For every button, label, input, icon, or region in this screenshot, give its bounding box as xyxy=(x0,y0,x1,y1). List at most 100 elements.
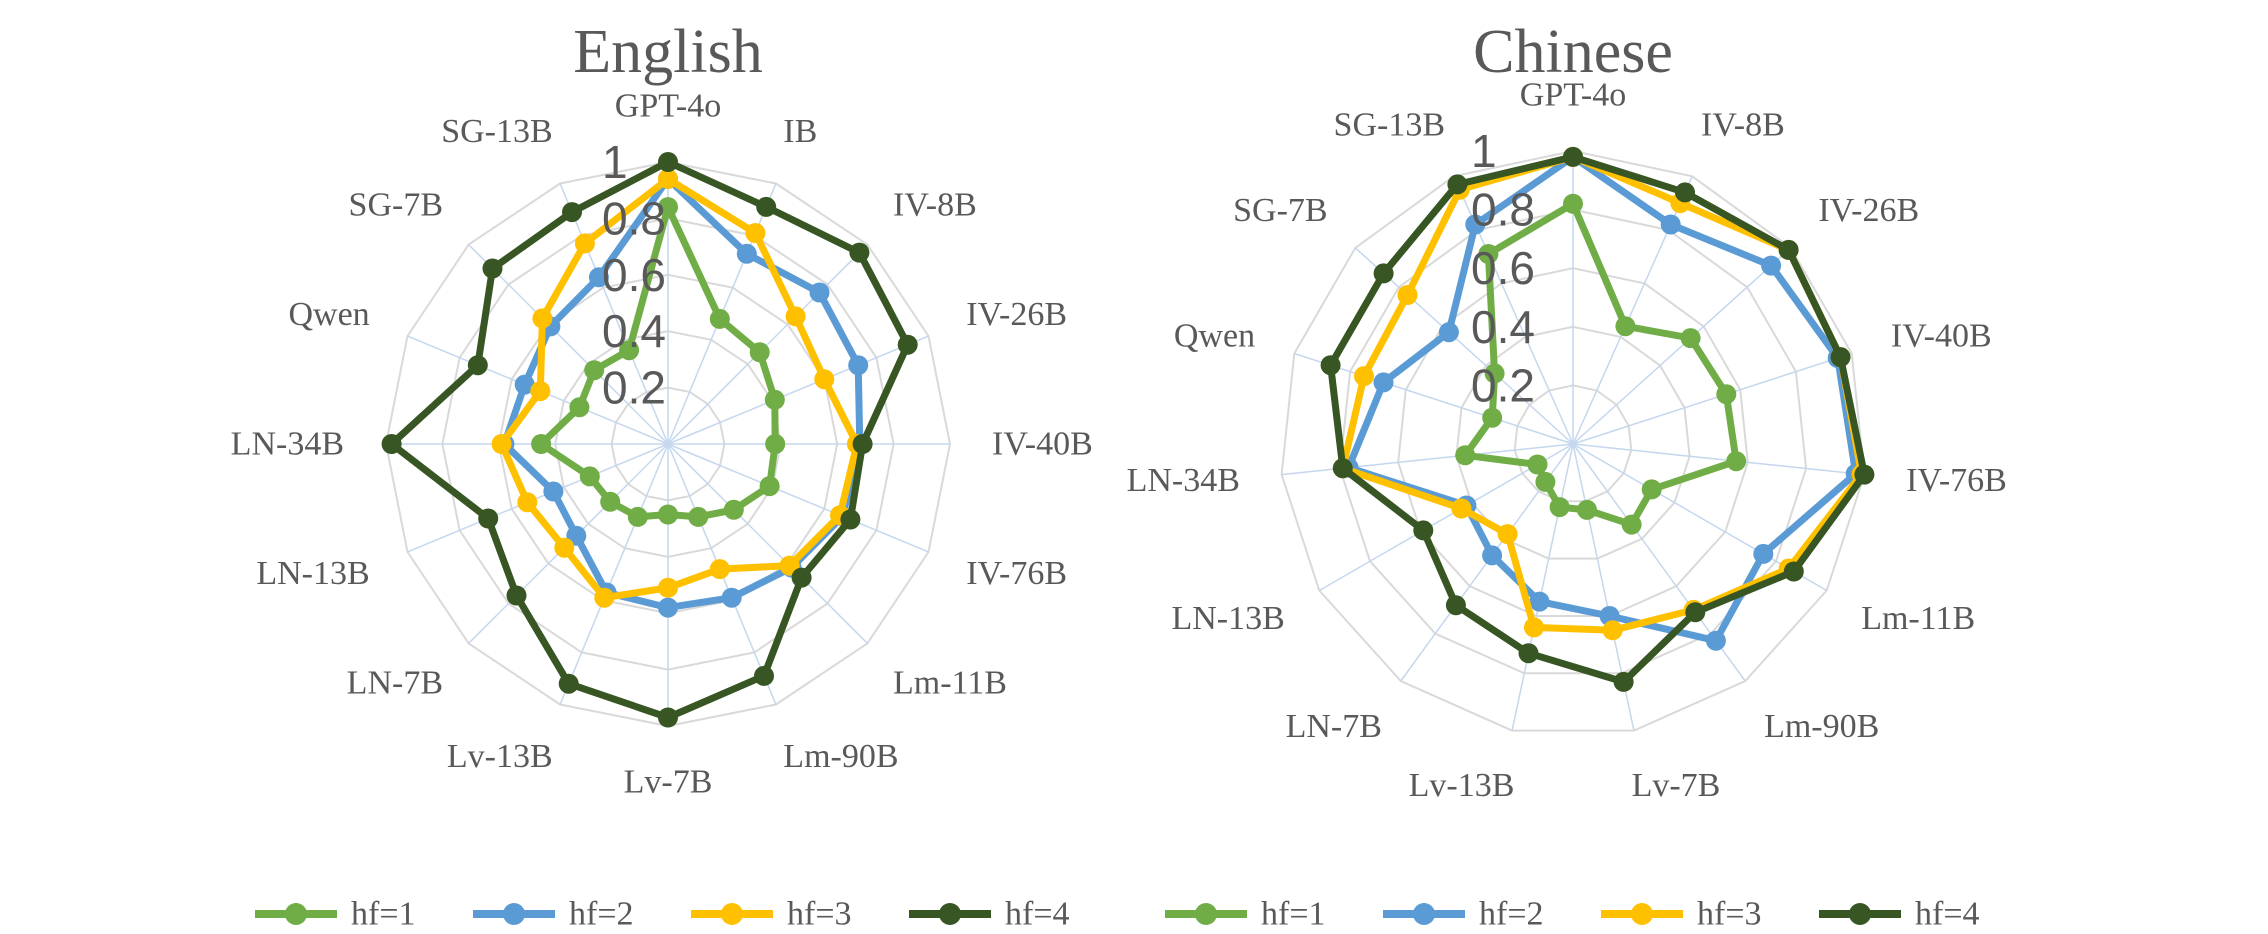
grid-spoke xyxy=(407,443,669,553)
data-point xyxy=(588,267,609,288)
data-point xyxy=(1518,643,1539,664)
data-point xyxy=(506,585,527,606)
data-point xyxy=(1716,384,1737,405)
legend-swatch-marker xyxy=(721,903,743,925)
axis-label: Lm-11B xyxy=(893,665,1007,702)
axis-label: SG-13B xyxy=(1334,107,1445,144)
english-radar-chart: EnglishGPT-4oIBIV-8BIV-26BIV-40BIV-76BLm… xyxy=(231,18,1093,801)
axis-label: IB xyxy=(783,113,817,150)
data-point xyxy=(1527,454,1548,475)
legend-item: hf=3 xyxy=(1601,896,1762,933)
grid-spoke xyxy=(1572,443,1865,476)
data-point xyxy=(1615,316,1636,337)
legend-item: hf=1 xyxy=(1165,896,1326,933)
axis-label: LN-34B xyxy=(1127,462,1240,499)
data-point xyxy=(1761,255,1782,276)
legend-label: hf=3 xyxy=(787,896,852,933)
data-point xyxy=(1373,372,1394,393)
axis-label: Lv-7B xyxy=(624,764,713,801)
data-point xyxy=(736,243,757,264)
data-point xyxy=(514,374,535,395)
grid-spoke xyxy=(1511,443,1574,731)
series-4 xyxy=(1320,146,1875,692)
series-1 xyxy=(531,197,786,527)
axis-label: LN-7B xyxy=(1286,708,1382,745)
data-point xyxy=(1726,451,1747,472)
data-point xyxy=(765,434,786,454)
legend-item: hf=4 xyxy=(1819,896,1980,933)
data-point xyxy=(1660,214,1681,235)
data-point xyxy=(1577,499,1597,520)
data-point xyxy=(658,597,678,618)
axis-label: SG-7B xyxy=(349,187,443,224)
legend-item: hf=2 xyxy=(473,896,634,933)
series-1 xyxy=(1455,193,1747,535)
data-point xyxy=(1332,458,1353,479)
data-point xyxy=(764,389,785,410)
data-point xyxy=(574,233,595,254)
tick-label: 0.6 xyxy=(1471,242,1535,294)
data-point xyxy=(745,223,766,243)
data-point xyxy=(627,506,648,527)
legend-swatch-marker xyxy=(503,903,525,925)
data-point xyxy=(709,308,730,329)
legend-item: hf=2 xyxy=(1383,896,1544,933)
legend-item: hf=4 xyxy=(909,896,1070,933)
data-point xyxy=(584,360,605,381)
legend-label: hf=2 xyxy=(569,896,634,933)
chart-title: English xyxy=(573,18,762,86)
legend-label: hf=1 xyxy=(1261,896,1326,933)
legend-item: hf=3 xyxy=(691,896,852,933)
data-point xyxy=(569,397,590,418)
axis-label: Lv-7B xyxy=(1632,767,1721,804)
data-point xyxy=(1830,347,1851,368)
axis-label: LN-13B xyxy=(1171,600,1284,637)
legend-swatch-marker xyxy=(1413,903,1435,925)
series-line xyxy=(1345,153,1860,645)
data-point xyxy=(1465,214,1486,235)
data-point xyxy=(756,196,777,217)
grid-ring xyxy=(1455,325,1691,560)
axis-label: Lm-90B xyxy=(783,738,898,775)
data-point xyxy=(848,355,869,376)
data-point xyxy=(897,334,918,355)
data-point xyxy=(1478,244,1499,264)
grid-ring xyxy=(1513,384,1633,503)
axis-label: Lv-13B xyxy=(1409,767,1515,804)
axis-label: Qwen xyxy=(288,296,369,333)
data-point xyxy=(658,504,678,525)
data-point xyxy=(688,506,709,527)
axis-label: IV-76B xyxy=(1906,462,2007,499)
axis-label: IV-76B xyxy=(966,555,1067,592)
axis-label: IV-8B xyxy=(1701,107,1785,144)
data-point xyxy=(478,508,499,529)
grid-spoke xyxy=(1281,443,1574,476)
legend-swatch-marker xyxy=(939,903,961,925)
data-point xyxy=(1451,498,1472,519)
axis-label: IV-8B xyxy=(893,187,977,224)
grid-ring xyxy=(1338,208,1808,675)
grid-spoke xyxy=(667,244,868,445)
data-point xyxy=(1373,263,1394,284)
tick-label: 0.2 xyxy=(602,362,666,414)
legend-label: hf=3 xyxy=(1697,896,1762,933)
series-line xyxy=(1327,153,1868,686)
data-point xyxy=(554,537,575,558)
data-point xyxy=(1482,545,1503,566)
data-point xyxy=(791,567,812,588)
tick-label: 0.4 xyxy=(602,305,666,357)
chinese-legend: hf=1 hf=2 hf=3 hf=4 xyxy=(1165,896,1980,933)
data-point xyxy=(1778,239,1799,260)
data-point xyxy=(1455,445,1476,466)
chart-title: Chinese xyxy=(1473,18,1673,86)
data-point xyxy=(594,587,615,608)
data-point xyxy=(1549,497,1570,518)
grid-spoke xyxy=(559,183,669,445)
grid-spoke xyxy=(468,244,669,445)
data-point xyxy=(723,499,744,520)
legend-swatch-marker xyxy=(1849,903,1871,925)
axis-label: LN-34B xyxy=(231,426,344,463)
data-point xyxy=(1524,617,1544,638)
data-point xyxy=(1854,464,1875,485)
